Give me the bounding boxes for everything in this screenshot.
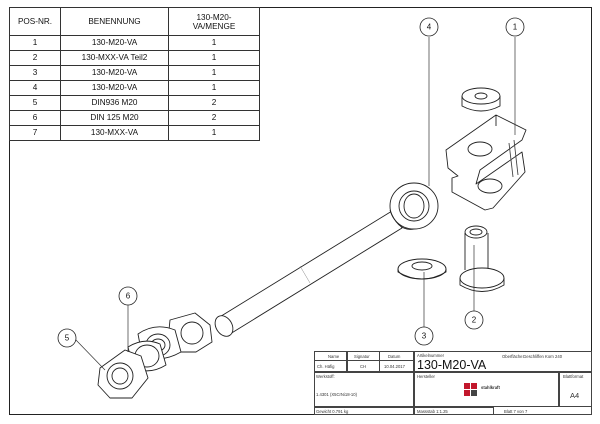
cell-qty: 1 — [168, 80, 260, 96]
leader-lines — [74, 37, 516, 371]
name-label: Name — [328, 354, 340, 359]
balloon-3-label: 3 — [422, 332, 427, 341]
signature-label: Signatur — [354, 354, 370, 359]
balloon-5-label: 5 — [65, 334, 70, 343]
bracket-part-1 — [445, 114, 527, 211]
balloon-3 — [414, 326, 434, 346]
cell-name: 130-M20-VA — [60, 80, 169, 96]
material-label: Werkstoff: — [316, 374, 335, 379]
author-signature: CH — [360, 364, 367, 369]
weight: Gewicht 0.791 kg — [316, 409, 349, 414]
sheet-format: A4 — [570, 391, 580, 400]
drawing-date: 10.04.2017 — [384, 364, 405, 369]
surface-label: Oberfläche: — [502, 354, 524, 359]
header-name: BENENNUNG — [60, 7, 169, 36]
article-number: 130-M20-VA — [417, 358, 487, 372]
sheet-format-label: Blattformat — [563, 374, 584, 379]
cell-qty: 1 — [168, 50, 260, 66]
bushing-part-2 — [459, 225, 505, 292]
title-block: Name Signatur Datum Ch. Häfig CH 10.04.2… — [314, 351, 592, 415]
balloon-4-label: 4 — [427, 23, 432, 32]
balloon-2 — [464, 310, 484, 330]
threaded-rod — [214, 210, 403, 337]
cell-qty: 1 — [168, 35, 260, 51]
cell-qty: 1 — [168, 125, 260, 141]
balloon-2-label: 2 — [472, 316, 477, 325]
balloon-1 — [505, 17, 525, 37]
cell-name: 130-MXX-VA Teil2 — [60, 50, 169, 66]
date-label: Datum — [388, 354, 401, 359]
cell-pos: 5 — [9, 95, 61, 111]
cell-qty: 1 — [168, 65, 260, 81]
stahlkraft-logo-icon — [464, 383, 478, 397]
balloon-6 — [118, 286, 138, 306]
balloon-5 — [57, 328, 77, 348]
balloon-6-label: 6 — [126, 292, 131, 301]
cell-name: 130-M20-VA — [60, 35, 169, 51]
parts-list-header: POS-NR. BENENNUNG 130-M20- VA/MENGE — [9, 7, 260, 36]
material-value: 1.4301 (X5CrNi18-10) — [316, 392, 357, 397]
cell-name: 130-MXX-VA — [60, 125, 169, 141]
cap-screw — [461, 87, 501, 112]
cell-name: DIN936 M20 — [60, 95, 169, 111]
company-name: stahlkraft — [481, 385, 500, 390]
balloon-4 — [419, 17, 439, 37]
cell-qty: 2 — [168, 110, 260, 126]
cell-name: DIN 125 M20 — [60, 110, 169, 126]
header-qty: 130-M20- VA/MENGE — [168, 7, 260, 36]
cell-pos: 4 — [9, 80, 61, 96]
nut-stack — [97, 312, 213, 399]
author: Ch. Häfig — [317, 364, 335, 369]
eye-bolt-head — [389, 182, 439, 230]
cell-pos: 3 — [9, 65, 61, 81]
manufacturer-label: Hersteller — [417, 374, 435, 379]
sheet-number: Blatt 7 von 7 — [504, 409, 528, 414]
header-pos: POS-NR. — [9, 7, 61, 36]
scale: Massstab 1:1.25 — [417, 409, 448, 414]
cell-name: 130-M20-VA — [60, 65, 169, 81]
cell-pos: 2 — [9, 50, 61, 66]
cell-pos: 1 — [9, 35, 61, 51]
washer-part-3 — [397, 258, 447, 280]
drawing-frame — [9, 7, 592, 415]
balloon-1-label: 1 — [513, 23, 518, 32]
surface-value: Geschliffen Korn 240 — [523, 354, 563, 359]
article-label: Artikelnummer — [417, 353, 444, 358]
cell-qty: 2 — [168, 95, 260, 111]
cell-pos: 7 — [9, 125, 61, 141]
cell-pos: 6 — [9, 110, 61, 126]
